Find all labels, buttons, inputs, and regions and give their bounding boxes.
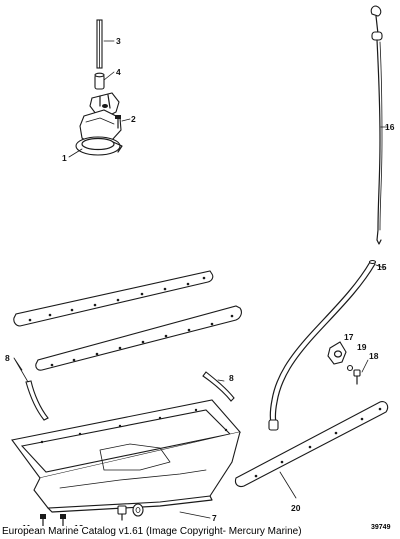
part-oil-pickup-tube xyxy=(96,19,103,69)
part-end-seal-left xyxy=(25,380,49,421)
part-pan-gasket-rail-20 xyxy=(234,401,389,488)
leader-2 xyxy=(121,118,131,122)
callout-1: 1 xyxy=(62,153,67,163)
part-pan-gasket-side-upper xyxy=(13,270,214,327)
leader-7 xyxy=(179,511,211,519)
callout-17: 17 xyxy=(344,332,354,342)
leader-8-left xyxy=(13,357,29,383)
callout-15: 15 xyxy=(377,262,387,272)
callout-19: 19 xyxy=(357,342,367,352)
part-pan-gasket-side-lower xyxy=(35,305,242,371)
catalog-caption: European Marine Catalog v1.61 (Image Cop… xyxy=(2,526,304,537)
callout-18: 18 xyxy=(369,351,379,361)
callout-4: 4 xyxy=(116,67,121,77)
part-dipstick xyxy=(370,5,383,245)
part-screw xyxy=(115,115,121,129)
callout-7: 7 xyxy=(212,513,217,523)
part-oil-pump xyxy=(75,92,123,156)
leader-15 xyxy=(375,264,385,269)
part-end-seal-right xyxy=(202,371,235,402)
figure-code: 39749 xyxy=(371,524,391,531)
leader-4 xyxy=(103,71,115,81)
callout-16: 16 xyxy=(385,122,395,132)
part-sleeve xyxy=(94,72,105,90)
callout-3: 3 xyxy=(116,36,121,46)
callout-8-right: 8 xyxy=(229,373,234,383)
part-oil-pan xyxy=(11,399,242,513)
part-drain-plug xyxy=(117,505,127,521)
part-bolt-18 xyxy=(353,369,361,385)
callout-20: 20 xyxy=(291,503,301,513)
part-dipstick-tube xyxy=(268,259,377,431)
leader-18 xyxy=(361,359,369,373)
part-drain-washer xyxy=(132,503,144,517)
leader-20 xyxy=(279,471,297,499)
leader-8-right xyxy=(217,379,225,382)
leader-1 xyxy=(68,148,83,158)
callout-8-left: 8 xyxy=(5,353,10,363)
callout-2: 2 xyxy=(131,114,136,124)
part-washer-19 xyxy=(346,364,354,372)
part-tube-bracket xyxy=(327,341,347,365)
